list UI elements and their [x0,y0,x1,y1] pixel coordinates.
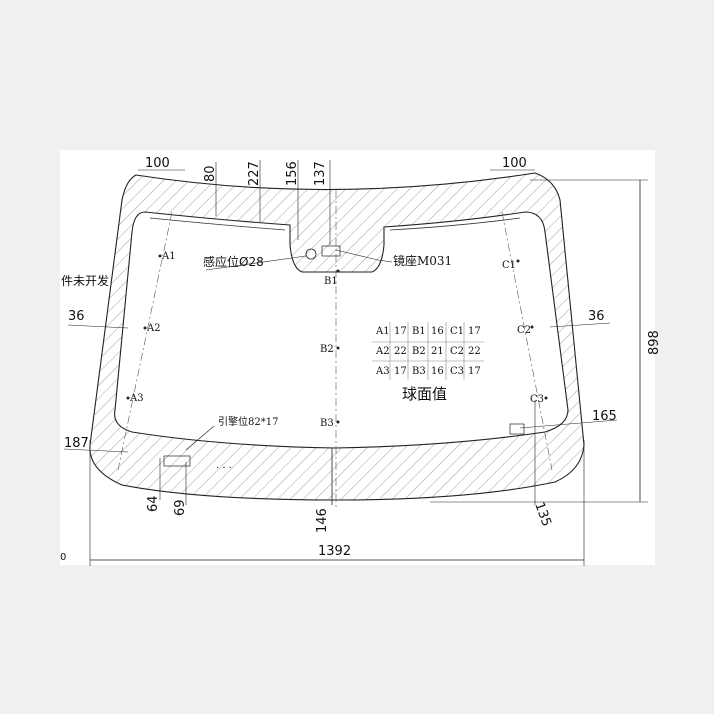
dim-right-side: 36 [588,309,605,324]
point-a2-marker [143,326,147,330]
mirror-leader [335,249,393,263]
point-a3-marker [126,396,130,400]
table-cell: 16 [431,326,444,337]
label-sensor: 感应位Ø28 [203,254,264,269]
a-ref-line [117,211,173,471]
point-c1: C1 [502,260,516,271]
table-cell: C3 [450,366,464,377]
point-b2: B2 [320,344,334,355]
dim-height: 898 [647,330,662,355]
windshield-drawing: 1392 898 100 100 80 227 156 137 36 36 18… [60,156,662,566]
sensor-circle [305,248,317,260]
dim-bottom-center: 146 [315,508,330,533]
engine-pos-marker [163,455,191,467]
table-cell: C2 [450,346,464,357]
dim-top-band-left: 80 [203,165,218,182]
table-cell: 22 [468,346,481,357]
c-ref-line [501,211,553,471]
table-cell: 21 [431,346,444,357]
dim-69: 69 [173,499,188,516]
measure-points: A1 A2 A3 B1 B2 B3 C1 C2 C3 [126,251,548,429]
dim-bottom-left: 187 [64,436,89,451]
table-cell: 17 [468,366,481,377]
table-cell: 16 [431,366,444,377]
dim-left-side: 36 [68,309,85,324]
label-sphere-value: 球面值 [402,385,447,403]
table-cell: A2 [375,346,390,357]
point-c3-marker [544,396,548,400]
table-cell: 17 [394,326,407,337]
table-cell: 17 [468,326,481,337]
table-cell: A3 [375,366,390,377]
table-cell: A1 [375,326,390,337]
point-c2-marker [530,325,534,329]
dim-64: 64 [146,495,161,512]
dim-bottom-right-vertical: 135 [531,500,554,528]
dim-overall-width: 1392 [318,544,351,559]
point-c1-marker [516,259,520,263]
sensor-leader [205,255,307,271]
table-cell: C1 [450,326,464,337]
point-a2: A2 [146,323,161,334]
dim-band-137: 137 [313,161,328,186]
point-c2: C2 [517,325,531,336]
dim-line-187 [63,448,129,453]
point-a1: A1 [161,251,176,262]
point-c3: C3 [530,394,544,405]
point-b3: B3 [320,418,334,429]
drawing-sheet: 1392 898 100 100 80 227 156 137 36 36 18… [60,150,662,566]
point-b1: B1 [324,276,338,287]
engine-leader [185,425,215,451]
point-a1-marker [158,254,162,258]
table-cell: B3 [412,366,426,377]
table-cell: 17 [394,366,407,377]
label-dots: · · · [216,463,232,474]
dim-band-156: 156 [285,161,300,186]
windshield-frit-band [89,172,585,501]
dim-band-227: 227 [247,161,262,186]
dim-line-36-right [549,322,611,328]
point-b1-marker [336,269,340,273]
label-edge-fragment: 0 [60,552,66,563]
point-b2-marker [336,346,340,350]
windshield-inner-outline [149,217,521,231]
label-engine-pos: 引擎位82*17 [218,415,278,428]
point-b3-marker [336,420,340,424]
dim-line-165 [519,419,618,429]
point-a3: A3 [129,393,144,404]
dim-top-left-width: 100 [145,156,170,171]
label-unsealed: 件未开发 [61,273,109,288]
table-cell: 22 [394,346,407,357]
dim-line-36-left [67,324,129,329]
table-cell: B1 [412,326,426,337]
dim-top-right-width: 100 [502,156,527,171]
dim-bottom-right: 165 [592,409,617,424]
label-mirror-mount: 镜座M031 [393,253,452,268]
bottom-right-marker [509,423,525,435]
table-cell: B2 [412,346,426,357]
